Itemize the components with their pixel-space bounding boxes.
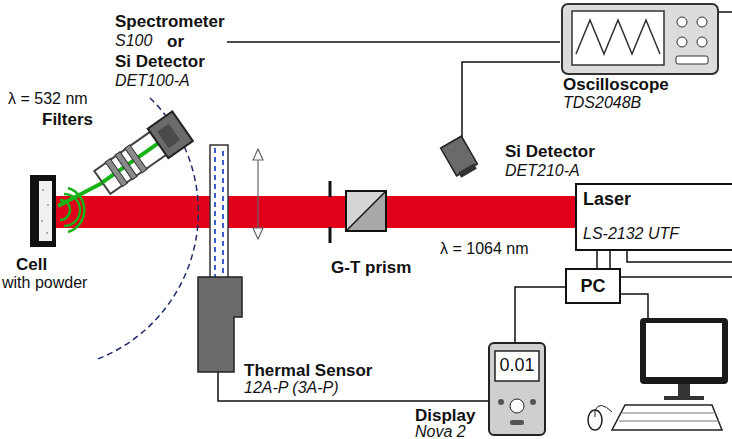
aperture bbox=[329, 181, 332, 197]
node-text: Cell bbox=[16, 255, 47, 274]
oscilloscope: OscilloscopeTDS2048B bbox=[560, 2, 726, 112]
node-text: 12A-P (3A-P) bbox=[244, 379, 339, 397]
translation-arrow bbox=[253, 149, 263, 239]
gt-prism-shape bbox=[347, 192, 385, 230]
detector-label-group: SpectrometerS100 orSi DetectorDET100-A bbox=[115, 12, 227, 90]
wire bbox=[610, 251, 732, 318]
detector-tube bbox=[92, 111, 193, 197]
si-detector: Si DetectorDET210-A bbox=[437, 128, 587, 180]
thermal-sensor-shape bbox=[198, 145, 242, 372]
node-text: Si Detector bbox=[505, 142, 595, 161]
node-text: DET210-A bbox=[505, 162, 580, 180]
node-text: Si Detector bbox=[115, 52, 205, 71]
wire bbox=[718, 11, 732, 13]
aperture bbox=[329, 227, 332, 243]
wire bbox=[462, 62, 560, 128]
node-text: Thermal Sensor bbox=[244, 361, 373, 380]
computer bbox=[588, 318, 728, 430]
node-text: TDS2048B bbox=[563, 94, 641, 112]
node-text: LS-2132 UTF bbox=[583, 225, 679, 243]
node-text: Laser bbox=[583, 189, 631, 209]
thermal-sensor: Thermal Sensor12A-P (3A-P) bbox=[198, 145, 242, 372]
annotation-label: λ = 532 nm bbox=[8, 90, 88, 108]
node-text: or bbox=[167, 32, 184, 51]
pc-box: PC bbox=[565, 268, 621, 304]
power-display: DisplayNova 20.01 bbox=[488, 342, 546, 436]
green-beam bbox=[58, 182, 104, 206]
annotation-label: Filters bbox=[42, 110, 93, 129]
node-text: 0.01 bbox=[495, 355, 539, 375]
annotation-label: λ = 1064 nm bbox=[440, 240, 529, 258]
node-text: with powder bbox=[2, 274, 87, 292]
wire bbox=[515, 287, 565, 342]
node-text: S100 bbox=[115, 32, 152, 50]
wire bbox=[227, 41, 560, 43]
rotation-arc bbox=[95, 98, 198, 360]
sample-cell-shape bbox=[30, 175, 56, 247]
sample-cell: Cellwith powder bbox=[30, 175, 56, 247]
node-text: Nova 2 bbox=[415, 423, 466, 439]
laser-head: LaserLS-2132 UTF bbox=[575, 183, 732, 251]
node-text: Spectrometer bbox=[115, 12, 225, 31]
laser-beam bbox=[56, 196, 576, 228]
node-text: Display bbox=[415, 406, 475, 425]
wire bbox=[596, 251, 598, 268]
node-text: PC bbox=[580, 276, 605, 296]
node-text: G-T prism bbox=[331, 258, 411, 277]
node-text: Oscilloscope bbox=[563, 75, 669, 94]
gt-prism: G-T prism bbox=[345, 190, 387, 232]
node-text: DET100-A bbox=[115, 72, 190, 90]
